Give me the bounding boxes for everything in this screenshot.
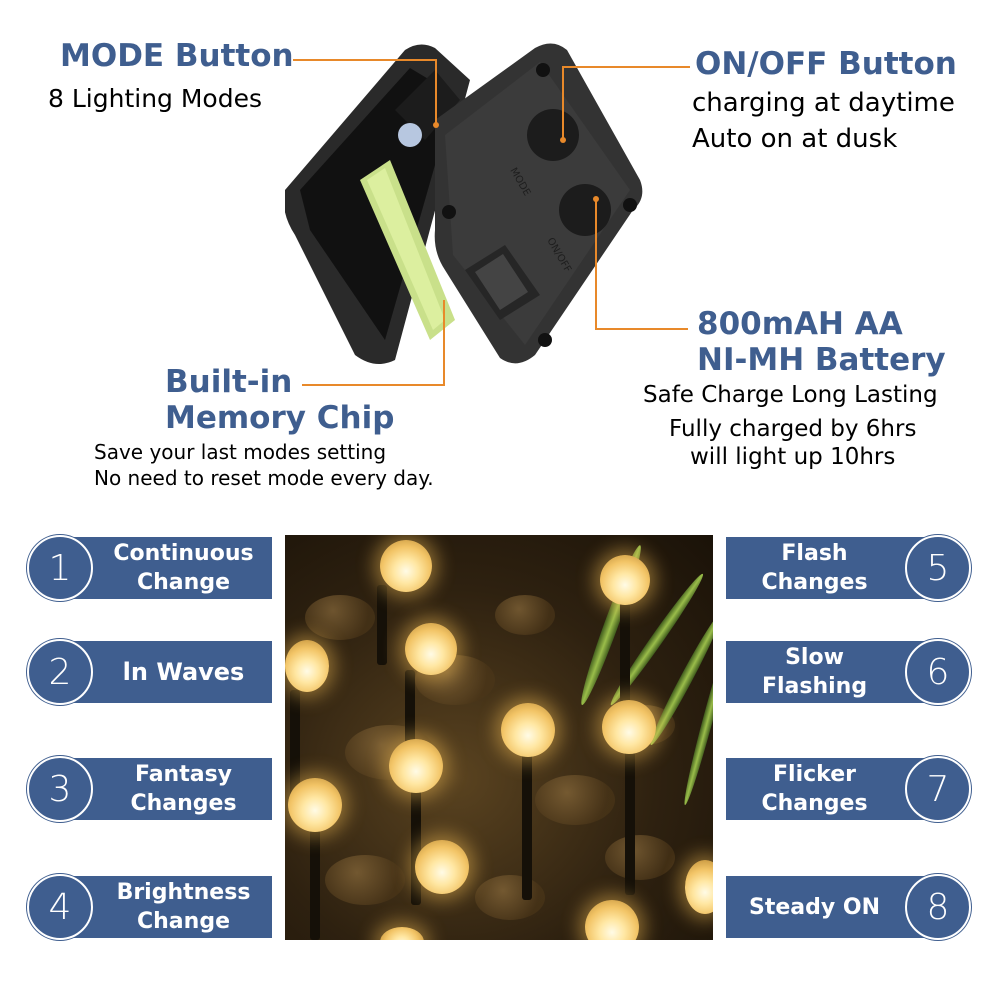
mode-badge-2: 2 ln Waves xyxy=(27,639,272,705)
mode-badge-5: 5 Flash Changes xyxy=(726,535,971,601)
mode-label-5: Flash Changes xyxy=(761,541,868,595)
leader-chip xyxy=(302,384,445,386)
mode-number-4: 4 xyxy=(27,874,93,940)
open-housing xyxy=(285,44,470,364)
mode-label-7: Flicker Changes xyxy=(761,762,868,816)
memory-chip-desc-1: Save your last modes setting xyxy=(94,440,387,464)
bulb xyxy=(685,860,713,914)
memory-chip-title-2: Memory Chip xyxy=(165,400,395,436)
battery-desc-2: Fully charged by 6hrs xyxy=(669,416,917,442)
mode-number-8: 8 xyxy=(905,874,971,940)
mode-number-6: 6 xyxy=(905,639,971,705)
bulb xyxy=(285,640,329,692)
memory-chip-title-1: Built-in xyxy=(165,364,293,400)
leader-mode xyxy=(293,59,436,61)
mode-badge-7: 7 Flicker Changes xyxy=(726,756,971,822)
leader-battery-v xyxy=(595,198,597,330)
battery-title-2: NI-MH Battery xyxy=(697,342,946,378)
mode-label-8: Steady ON xyxy=(749,894,880,920)
mode-button-graphic xyxy=(527,109,579,161)
bulb xyxy=(405,623,457,675)
mode-label-6: Slow Flashing xyxy=(761,645,868,699)
onoff-button-desc-1: charging at daytime xyxy=(692,88,955,118)
mode-badge-4: 4 Brightness Change xyxy=(27,874,272,940)
bulb xyxy=(602,700,656,754)
memory-chip-desc-2: No need to reset mode every day. xyxy=(94,466,434,490)
lid: MODE ON/OFF xyxy=(434,43,643,364)
battery-title-1: 800mAH AA xyxy=(697,306,903,342)
leader-chip-v xyxy=(443,300,445,386)
battery-desc-3: will light up 10hrs xyxy=(690,444,896,470)
leader-onoff xyxy=(562,66,690,68)
leader-mode-v xyxy=(435,59,437,125)
bulb xyxy=(600,555,650,605)
mode-badge-6: 6 Slow Flashing xyxy=(726,639,971,705)
mode-label-2: ln Waves xyxy=(122,657,245,686)
leader-battery-dot xyxy=(593,196,599,202)
bulb xyxy=(380,540,432,592)
mode-button-desc: 8 Lighting Modes xyxy=(48,84,262,113)
string-lights-photo xyxy=(285,535,713,940)
mode-number-1: 1 xyxy=(27,535,93,601)
mode-button-title: MODE Button xyxy=(60,38,294,74)
bulb xyxy=(380,927,424,940)
bulb xyxy=(415,840,469,894)
mode-number-3: 3 xyxy=(27,756,93,822)
solar-control-box-image: MODE ON/OFF xyxy=(285,43,643,364)
leader-onoff-dot xyxy=(560,137,566,143)
mode-number-7: 7 xyxy=(905,756,971,822)
bulb xyxy=(288,778,342,832)
mode-label-4: Brightness Change xyxy=(116,880,251,934)
mode-badge-8: 8 Steady ON xyxy=(726,874,971,940)
bulb xyxy=(389,739,443,793)
onoff-button-desc-2: Auto on at dusk xyxy=(692,124,898,154)
mode-number-5: 5 xyxy=(905,535,971,601)
mode-label-3: Fantasy Changes xyxy=(130,762,237,816)
mode-number-2: 2 xyxy=(27,639,93,705)
leader-onoff-v xyxy=(562,66,564,140)
bulb xyxy=(585,900,639,940)
mode-badge-3: 3 Fantasy Changes xyxy=(27,756,272,822)
onoff-button-title: ON/OFF Button xyxy=(695,46,957,82)
mode-badge-1: 1 Continuous Change xyxy=(27,535,272,601)
battery-desc-1: Safe Charge Long Lasting xyxy=(643,382,938,408)
leader-mode-dot xyxy=(433,122,439,128)
mode-label-1: Continuous Change xyxy=(113,541,254,595)
bulb xyxy=(501,703,555,757)
leader-battery xyxy=(595,328,688,330)
onoff-button-graphic xyxy=(559,184,611,236)
